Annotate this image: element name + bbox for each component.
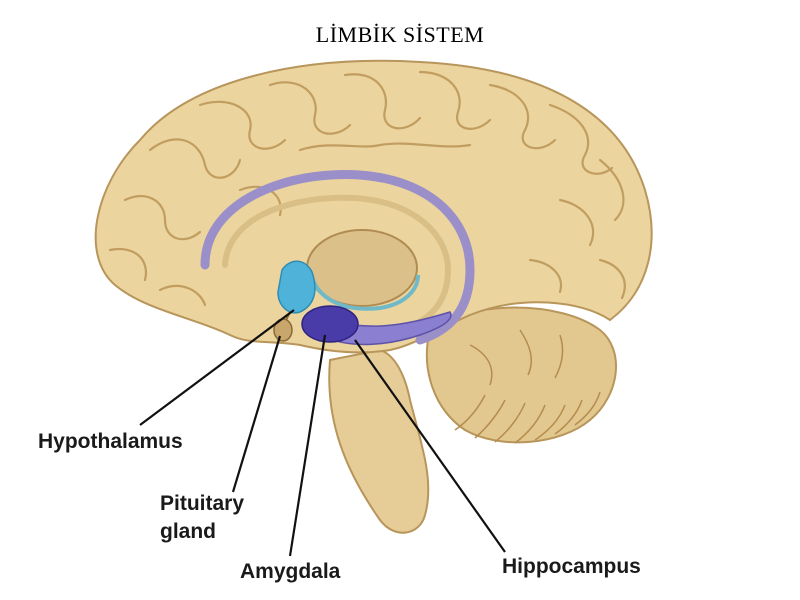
hypothalamus-region: [277, 260, 316, 314]
cerebellum: [425, 306, 617, 444]
cerebrum-gyri: [108, 70, 626, 307]
diagram-title: LİMBİK SİSTEM: [315, 22, 485, 47]
thalamus-rim: [308, 269, 420, 311]
cingulate-arc: [200, 169, 475, 345]
leader-hypothalamus: [139, 309, 295, 426]
label-hippocampus: Hippocampus: [502, 555, 641, 578]
corpus-callosum: [222, 194, 452, 329]
label-pituitary-gland: Pituitary gland: [160, 490, 244, 546]
amygdala-region: [301, 305, 359, 343]
leader-pituitary: [231, 335, 282, 493]
label-pituitary-line2: gland: [160, 520, 216, 543]
leader-hippocampus: [354, 339, 506, 553]
cerebellum-folds: [454, 329, 601, 444]
leader-amygdala: [288, 334, 327, 557]
label-hypothalamus: Hypothalamus: [38, 430, 183, 453]
brain-stem: [328, 348, 430, 534]
label-amygdala: Amygdala: [240, 560, 341, 583]
leader-lines: [139, 309, 506, 557]
label-pituitary-line1: Pituitary: [160, 492, 245, 515]
cerebrum: [94, 59, 653, 354]
